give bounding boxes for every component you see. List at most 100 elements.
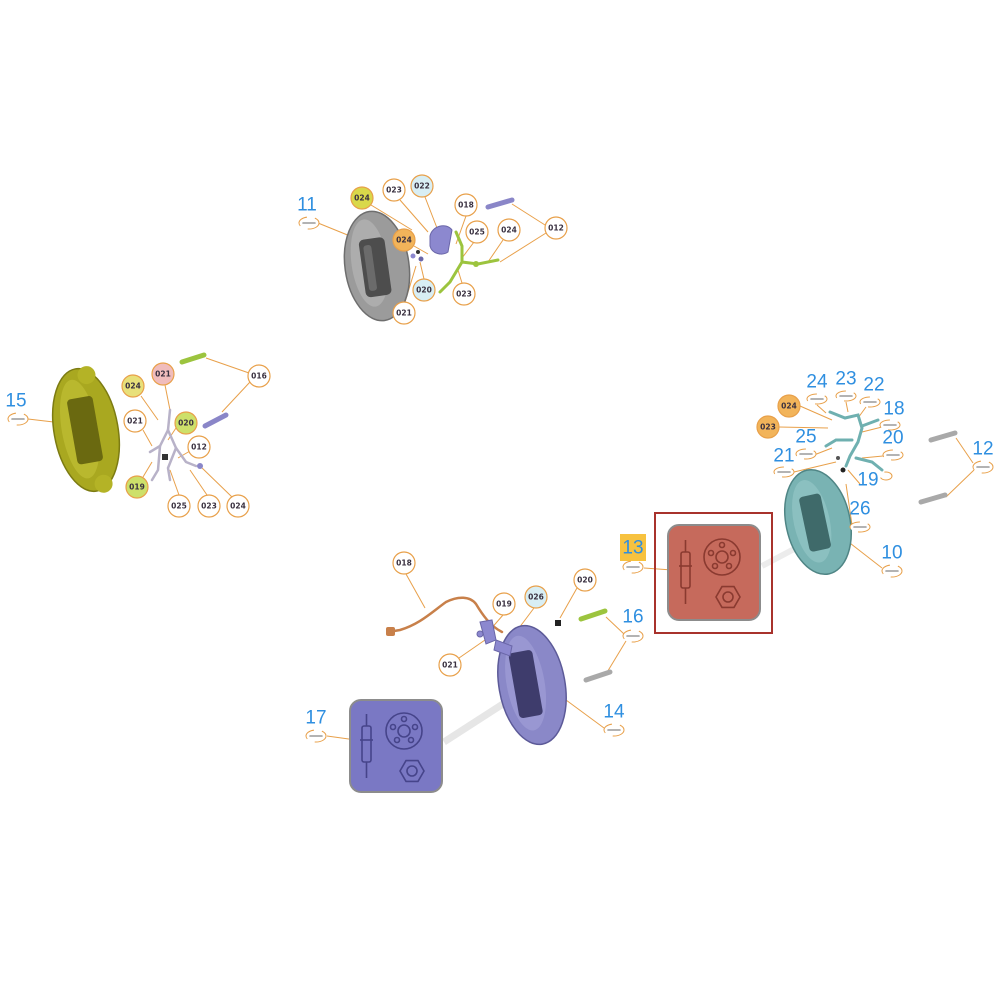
panel-background (349, 699, 443, 793)
tag[interactable]: 019 (492, 592, 516, 616)
brake-disc-icon (703, 538, 741, 576)
leader-line (164, 384, 171, 411)
tag[interactable]: 023 (452, 282, 476, 306)
selected-highlight (620, 534, 646, 561)
assembly-11 (343, 197, 515, 322)
panel-17[interactable] (349, 699, 443, 793)
tag-label: 021 (396, 309, 412, 318)
tag[interactable]: 024 (392, 228, 416, 252)
callout-18[interactable]: 18 (879, 399, 905, 431)
tag[interactable]: 023 (756, 415, 780, 439)
tag[interactable]: 024 (350, 186, 374, 210)
tag[interactable]: 022 (410, 174, 434, 198)
tags-left: 021 016 024 021 020 012 019 025 023 024 (121, 362, 271, 518)
callout-24[interactable]: 24 (806, 372, 828, 405)
callout-number[interactable]: 18 (883, 399, 904, 420)
tag-label: 020 (577, 576, 593, 585)
callout-number[interactable]: 15 (5, 391, 26, 412)
tag-label: 024 (396, 236, 412, 245)
callout-number[interactable]: 24 (806, 372, 828, 393)
callout-12[interactable]: 12 (972, 439, 994, 474)
tag[interactable]: 021 (438, 653, 462, 677)
callout-17[interactable]: 17 (305, 708, 327, 743)
connector-13-10 (760, 545, 798, 569)
leader-line (370, 204, 413, 231)
callout-number[interactable]: 21 (773, 446, 794, 467)
leader-line (847, 469, 861, 485)
leader-line (813, 447, 833, 456)
caliper-14 (497, 624, 567, 746)
tag-label: 019 (129, 483, 145, 492)
tag[interactable]: 025 (167, 494, 191, 518)
fitting-part (555, 620, 561, 626)
leader-line (511, 203, 546, 226)
tag-label: 021 (127, 417, 143, 426)
callout-number[interactable]: 25 (795, 427, 816, 448)
callout-26[interactable]: 26 (849, 499, 871, 533)
tag[interactable]: 021 (151, 362, 175, 386)
tag[interactable]: 023 (382, 178, 406, 202)
leader-line (199, 465, 233, 498)
callout-number[interactable]: 16 (622, 607, 643, 628)
callout-number[interactable]: 20 (882, 428, 903, 449)
callout-20[interactable]: 20 (882, 428, 904, 461)
tag[interactable]: 026 (524, 585, 548, 609)
callout-23[interactable]: 23 (835, 369, 857, 402)
tag[interactable]: 021 (392, 301, 416, 325)
callout-22[interactable]: 22 (859, 375, 885, 408)
pin-part (485, 197, 515, 210)
callout-number[interactable]: 13 (622, 538, 643, 559)
callout-number[interactable]: 12 (972, 439, 993, 460)
callout-number[interactable]: 14 (603, 702, 625, 723)
callout-21[interactable]: 21 (773, 446, 795, 478)
callout-15[interactable]: 15 (5, 391, 29, 426)
tag[interactable]: 012 (544, 216, 568, 240)
tag[interactable]: 023 (197, 494, 221, 518)
tag-label: 012 (191, 443, 207, 452)
tag[interactable]: 020 (174, 411, 198, 435)
tags-right: 024 023 (756, 394, 801, 439)
callout-number[interactable]: 19 (857, 470, 878, 491)
leader-line (559, 587, 578, 619)
callout-10[interactable]: 10 (881, 543, 903, 578)
leader-line (457, 269, 463, 284)
panel-13[interactable] (654, 512, 773, 634)
leader-line (405, 573, 426, 609)
tag[interactable]: 019 (125, 475, 149, 499)
callout-25[interactable]: 25 (795, 427, 817, 460)
tag[interactable]: 021 (123, 409, 147, 433)
leader-line (455, 215, 467, 245)
callout-number[interactable]: 22 (863, 375, 884, 396)
callout-11[interactable]: 11 (297, 195, 320, 230)
callout-number[interactable]: 10 (881, 543, 902, 564)
callout-16[interactable]: 16 (622, 607, 644, 643)
assembly-10 (784, 410, 958, 576)
leader-line (605, 640, 627, 675)
tag[interactable]: 024 (121, 374, 145, 398)
tag[interactable]: 024 (226, 494, 250, 518)
tag[interactable]: 018 (392, 551, 416, 575)
tag[interactable]: 016 (247, 364, 271, 388)
hose-part (148, 408, 198, 482)
fitting-part (162, 454, 168, 460)
tag[interactable]: 024 (497, 218, 521, 242)
callout-number[interactable]: 11 (297, 195, 317, 216)
callout-number[interactable]: 23 (835, 369, 856, 390)
callout-number[interactable]: 26 (849, 499, 870, 520)
leader-line (499, 232, 547, 263)
tag[interactable]: 024 (777, 394, 801, 418)
hex-nut-icon (715, 585, 741, 609)
tag[interactable]: 020 (412, 278, 436, 302)
tag-label: 024 (354, 194, 370, 203)
callout-number[interactable]: 17 (305, 708, 326, 729)
tag[interactable]: 018 (454, 193, 478, 217)
leader-line (799, 405, 833, 421)
tag[interactable]: 012 (187, 435, 211, 459)
callout-sublabel (879, 471, 893, 481)
tag-label: 021 (155, 370, 171, 379)
callout-13[interactable]: 13 (622, 538, 644, 574)
callout-19[interactable]: 19 (857, 470, 893, 491)
tag[interactable]: 020 (573, 568, 597, 592)
tag[interactable]: 025 (465, 220, 489, 244)
callout-14[interactable]: 14 (603, 702, 625, 737)
